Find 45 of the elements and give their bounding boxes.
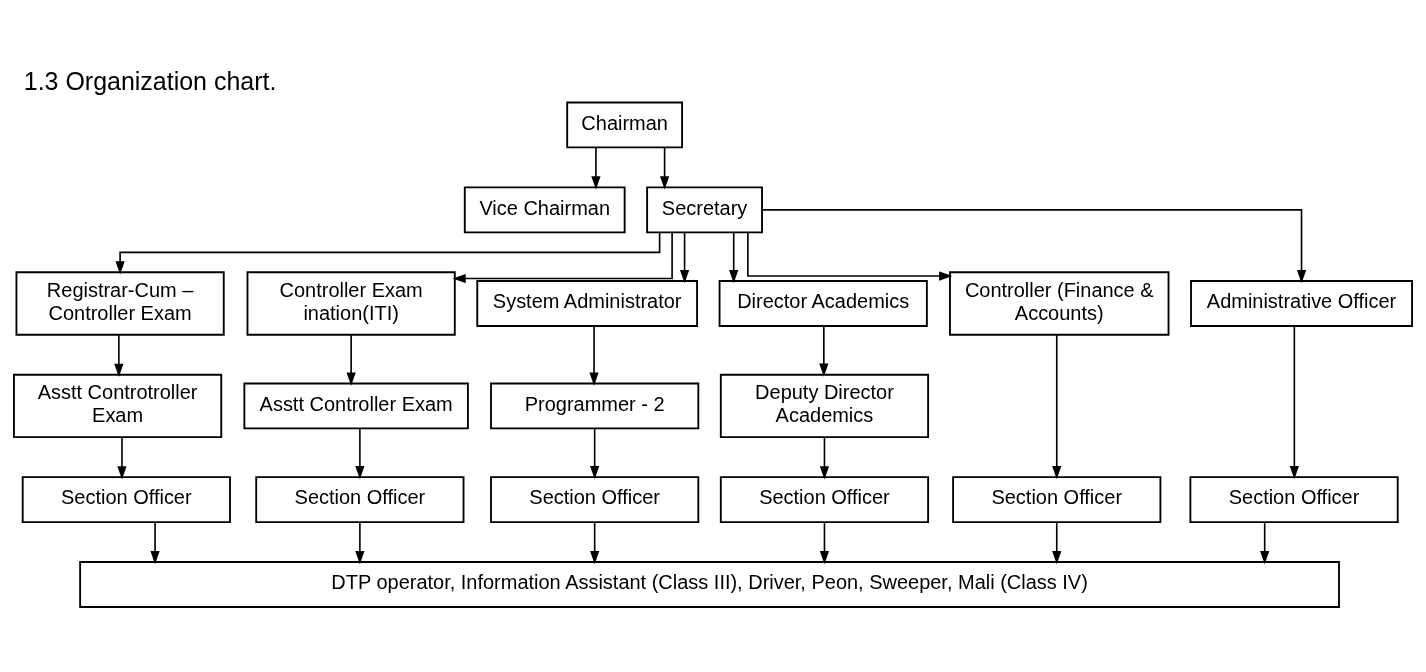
arrow [679,231,690,284]
node-box: Administrative Officer [1190,280,1413,327]
arrow [819,325,829,377]
node-box: Section Officer [1189,476,1399,523]
node-box: Registrar-Cum – Controller Exam [15,271,225,336]
arrow [591,146,601,190]
node-box: Chairman [566,101,684,149]
arrow [590,521,600,565]
arrow [1289,325,1299,480]
node-box: System Administrator [476,280,698,327]
node-box: Asstt Controller Exam [243,382,469,430]
arrow [355,427,365,480]
arrow [819,521,830,565]
arrow [115,231,661,275]
node-box: Vice Chairman [463,186,626,234]
arrow [117,436,127,480]
arrow [150,521,160,565]
arrow [761,209,1307,284]
node-box: Secretary [646,186,763,234]
node-box: Section Officer [952,476,1162,523]
arrow [747,231,953,281]
arrow [1052,521,1062,565]
arrow [589,325,599,386]
node-box: Section Officer [490,476,700,523]
node-box: Asstt Controtroller Exam [13,373,223,439]
arrow [355,521,365,565]
arrow [452,231,673,284]
arrow [590,427,600,480]
node-box: Programmer - 2 [490,382,700,430]
arrow [659,146,670,190]
node-box: Deputy Director Academics [719,373,930,439]
node-box: DTP operator, Information Assistant (Class III), Driver, Peon, Sweeper, Mali (Class IV) [79,561,1340,608]
node-box: Director Academics [718,280,928,327]
arrow [1260,521,1270,565]
arrow [114,334,124,377]
arrow [1052,334,1062,480]
node-box: Controller Exam ination(ITI) [246,271,456,336]
arrow [729,231,739,284]
node-box: Section Officer [719,476,930,523]
diagram-title: 1.3 Organization chart. [23,66,277,95]
node-box: Controller (Finance & Accounts) [949,271,1170,336]
node-box: Section Officer [255,476,465,523]
node-box: Section Officer [21,476,231,523]
arrow [819,436,830,480]
arrow [346,334,356,386]
